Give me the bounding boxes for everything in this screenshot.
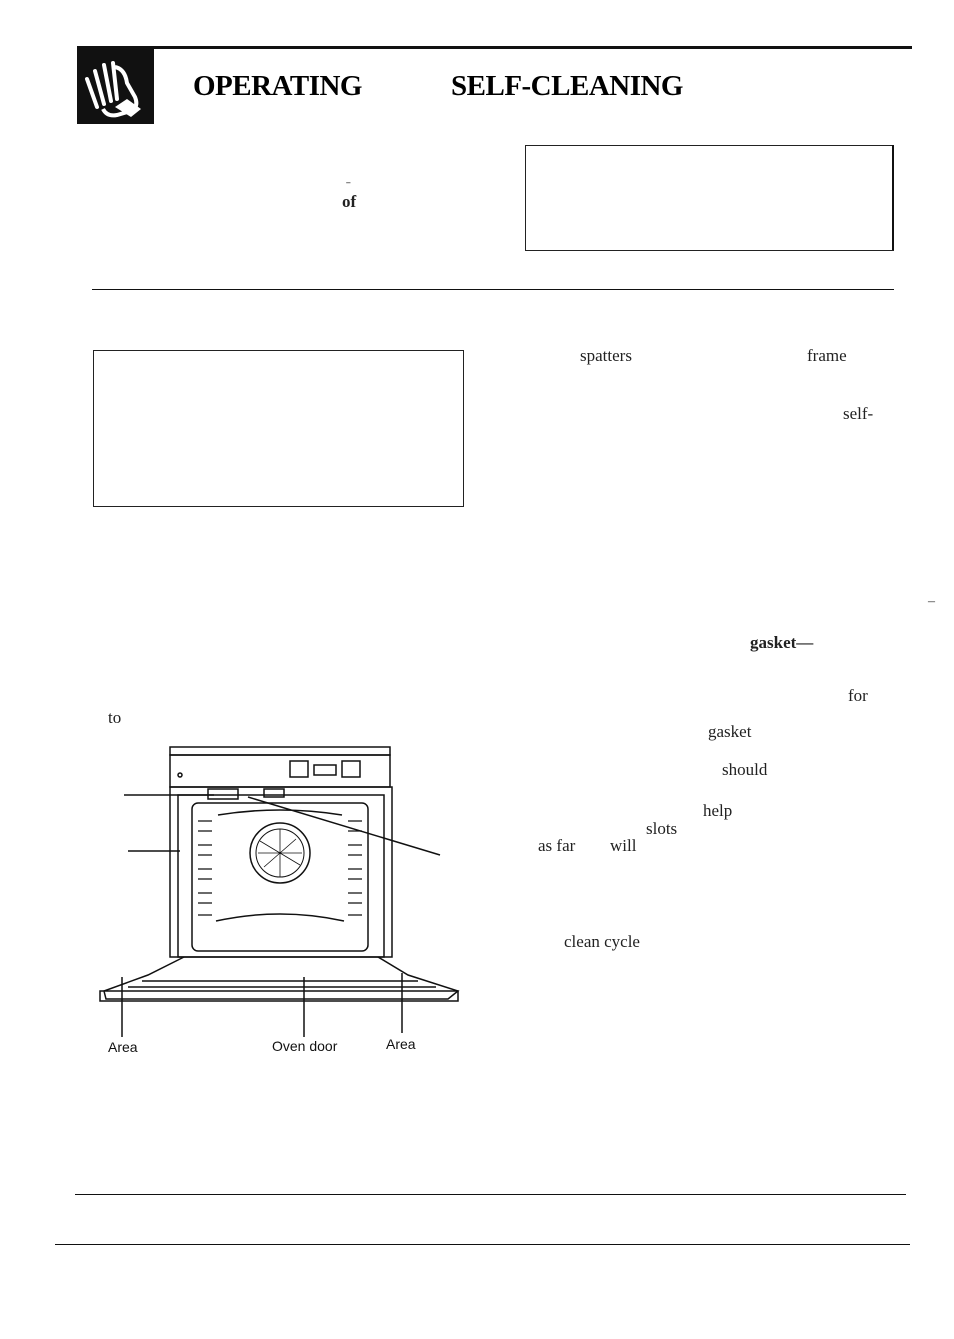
top-right-box-edge: [892, 145, 894, 250]
title-self-cleaning: SELF-CLEANING: [451, 70, 684, 102]
fragment-gasket: gasket: [708, 722, 752, 741]
fragment-slots: slots: [646, 819, 678, 838]
margin-dash: –: [928, 594, 935, 609]
fragment-spatters: spatters: [580, 346, 632, 365]
fragment-to: to: [108, 708, 122, 727]
top-right-box: [525, 145, 894, 251]
header-rule: [77, 46, 912, 49]
hand-pointing-icon: [77, 49, 154, 124]
label-area-right: Area: [386, 1036, 416, 1052]
fragment-will: will: [610, 836, 637, 855]
label-oven-door: Oven door: [272, 1038, 338, 1054]
fragment-for: for: [848, 686, 868, 705]
fragment-self: self-: [843, 404, 874, 423]
accent-mark: ˉ: [346, 180, 351, 195]
fragment-should: should: [722, 760, 768, 779]
fragment-of: of: [342, 192, 357, 211]
footer-rule-lower: [55, 1244, 910, 1245]
fragment-frame: frame: [807, 346, 847, 365]
oven-illustration: [99, 746, 460, 1037]
fragment-as-far: as far: [538, 836, 576, 855]
footer-rule-upper: [75, 1194, 906, 1195]
left-box: [93, 350, 464, 507]
fragment-gasket-bold: gasket—: [750, 633, 814, 652]
title-operating: OPERATING: [193, 70, 362, 102]
fragment-clean-cycle: clean cycle: [564, 932, 640, 951]
section-divider: [92, 289, 894, 290]
fragment-help: help: [703, 801, 733, 820]
label-area-left: Area: [108, 1039, 138, 1055]
